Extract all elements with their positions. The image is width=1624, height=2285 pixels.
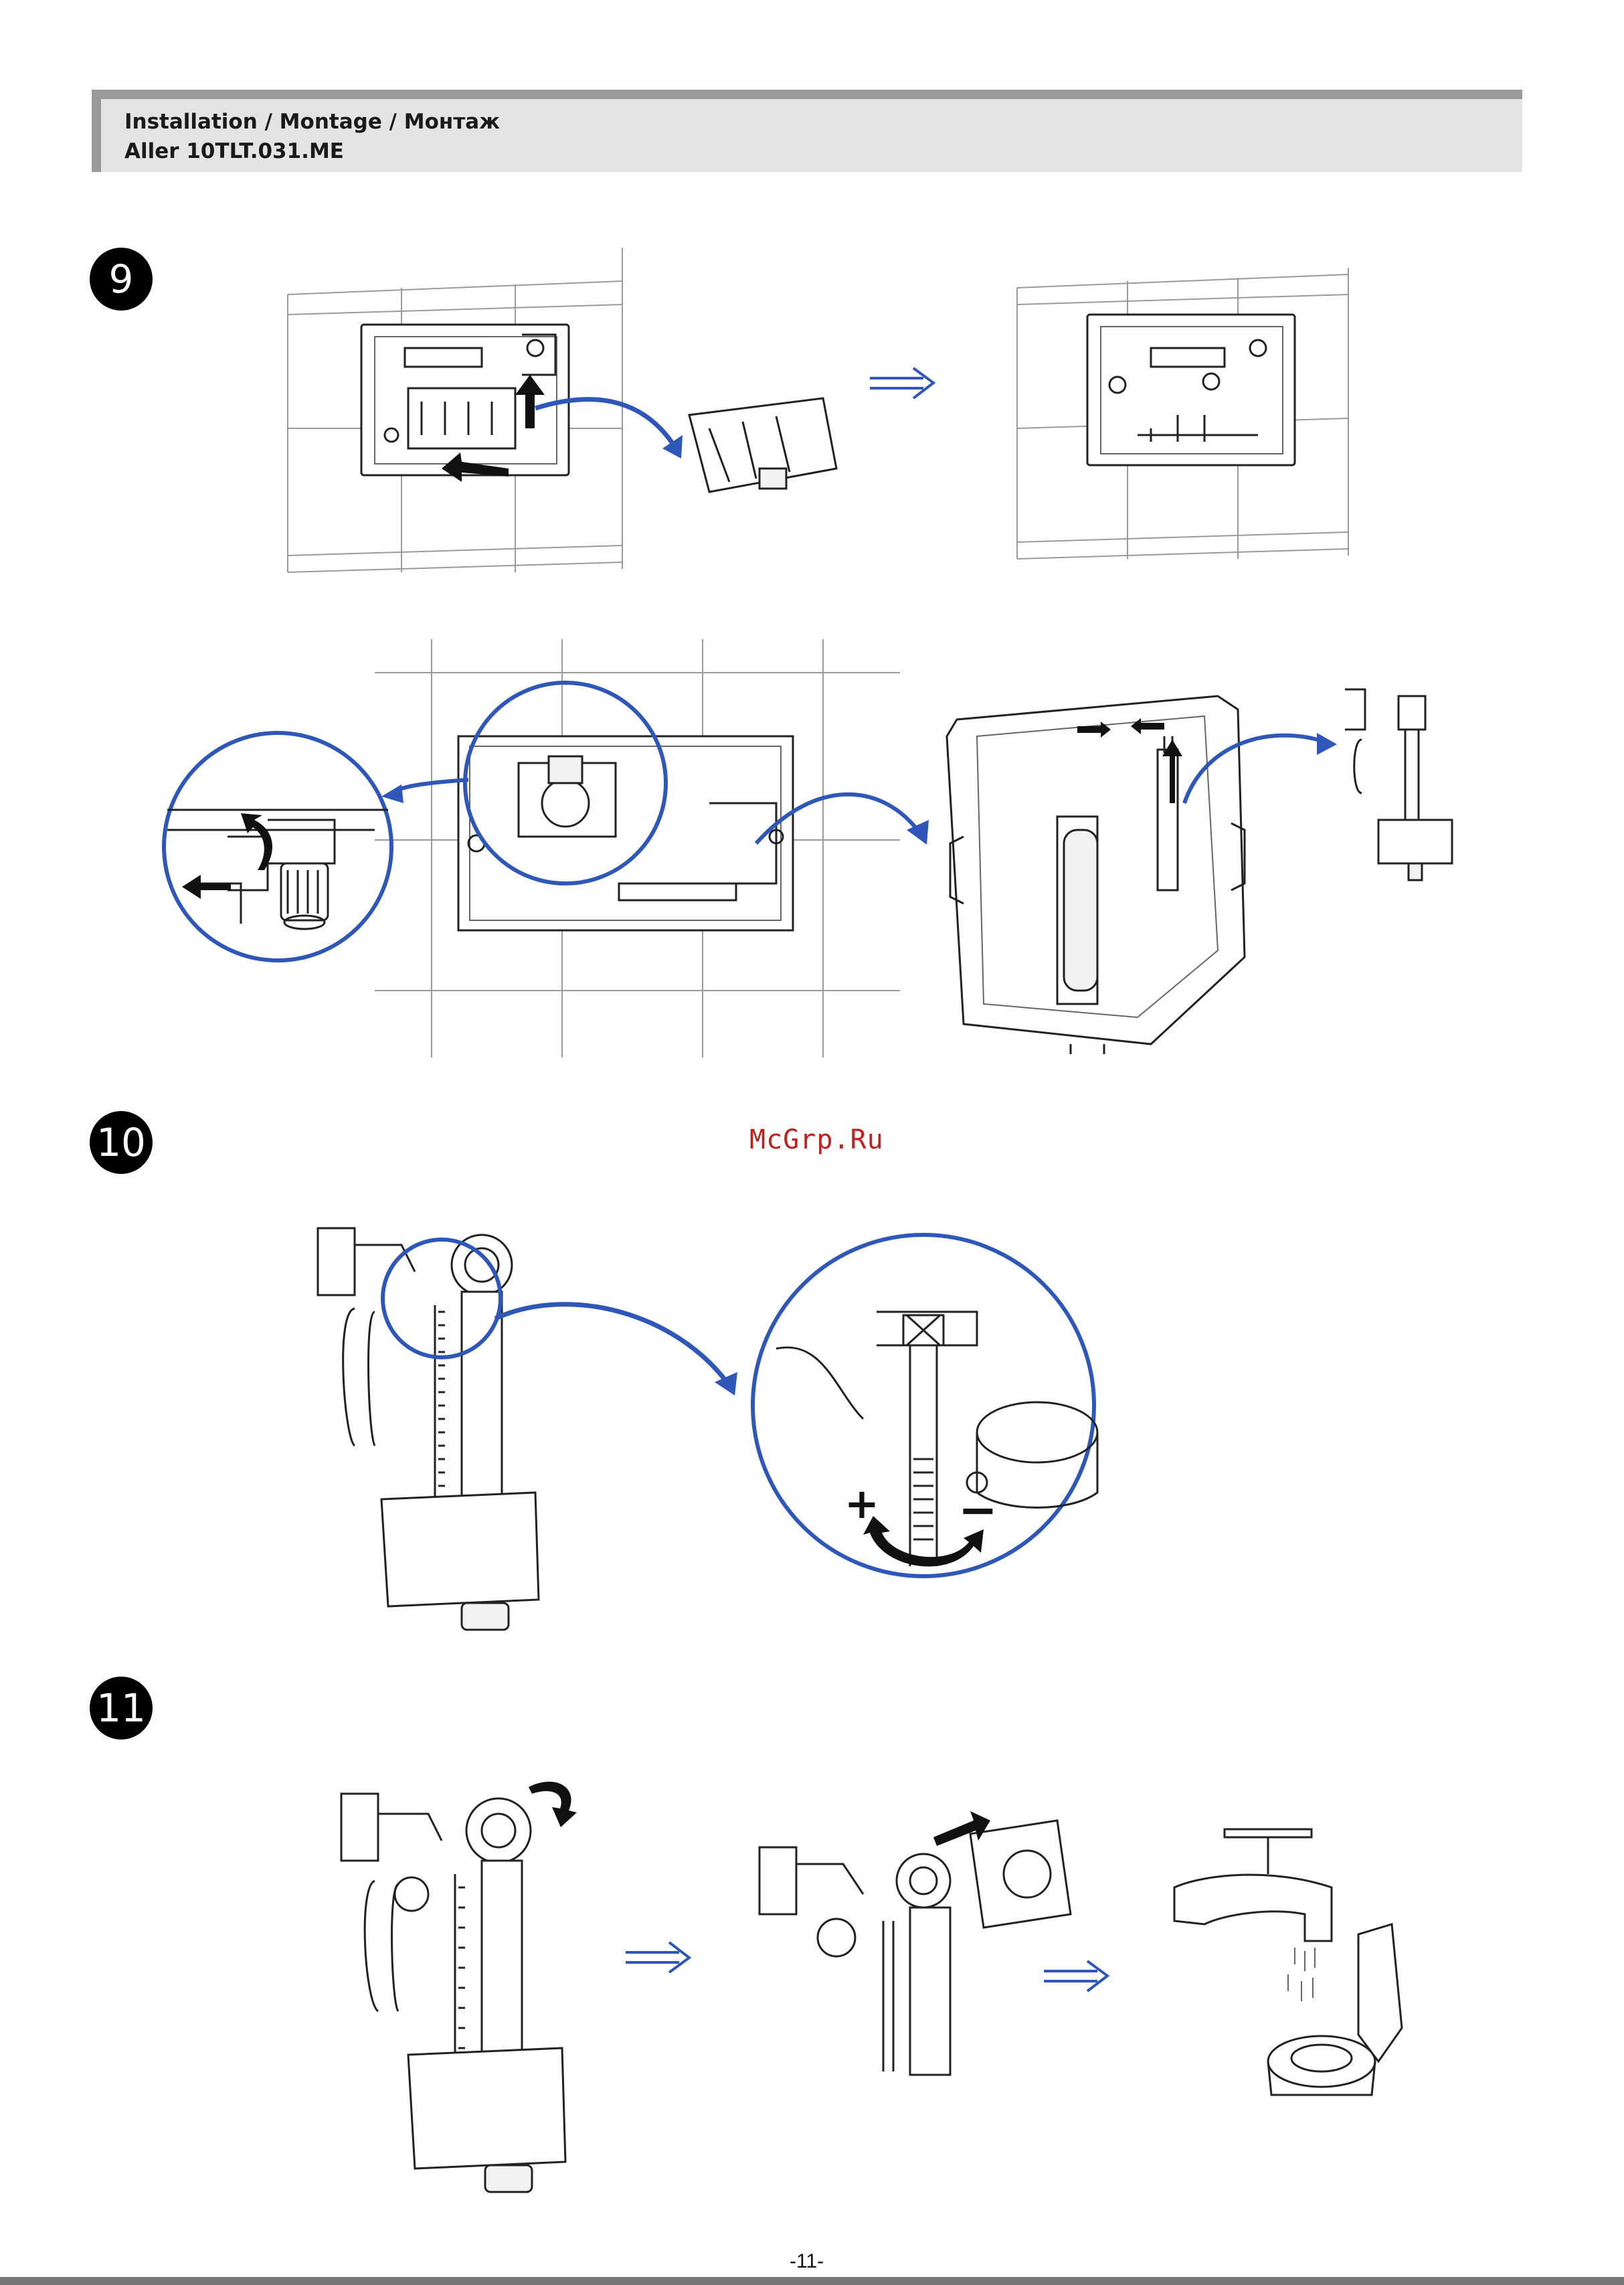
page-number: -11- <box>790 2250 824 2273</box>
flush-plate-frame-installed-icon <box>458 736 793 930</box>
fill-valve-icon <box>318 1228 539 1630</box>
fill-valve-cap-removed-icon <box>759 1821 1071 2075</box>
flush-plate-frame-empty-icon <box>1087 315 1295 465</box>
double-line-arrow-icon <box>870 368 933 398</box>
blue-curved-arrow-left-icon <box>391 780 468 793</box>
flush-plate-frame-icon <box>361 325 569 475</box>
watermark: McGrp.Ru <box>749 1124 884 1155</box>
double-line-arrow-icon-3 <box>1044 1961 1107 1991</box>
fill-valve-small-icon <box>1345 689 1452 880</box>
blue-curved-arrow-zoom-icon <box>495 1304 729 1385</box>
rotate-arrow-icon <box>241 813 272 870</box>
minus-sign: − <box>958 1483 998 1537</box>
tap-water-icon <box>1174 1829 1402 2095</box>
double-line-arrow-icon-2 <box>626 1942 689 1972</box>
fill-valve-rotate-icon <box>341 1794 565 2192</box>
blue-arrow-head-zoom-icon <box>715 1372 737 1395</box>
blue-arrow-head-valve-icon <box>1317 733 1337 755</box>
left-arrow-icon <box>182 875 231 899</box>
blue-arrow-head-left-icon <box>381 784 403 803</box>
button-module-icon <box>689 398 836 492</box>
blue-arrow-head-icon <box>662 435 683 458</box>
zoom-circle-adjust-icon <box>753 1235 1097 1576</box>
zoom-circle-valve-icon <box>164 733 391 960</box>
rotate-cap-arrow-icon <box>529 1782 577 1827</box>
cistern-interior-icon <box>947 696 1245 1054</box>
bottom-rule <box>0 2277 1624 2285</box>
